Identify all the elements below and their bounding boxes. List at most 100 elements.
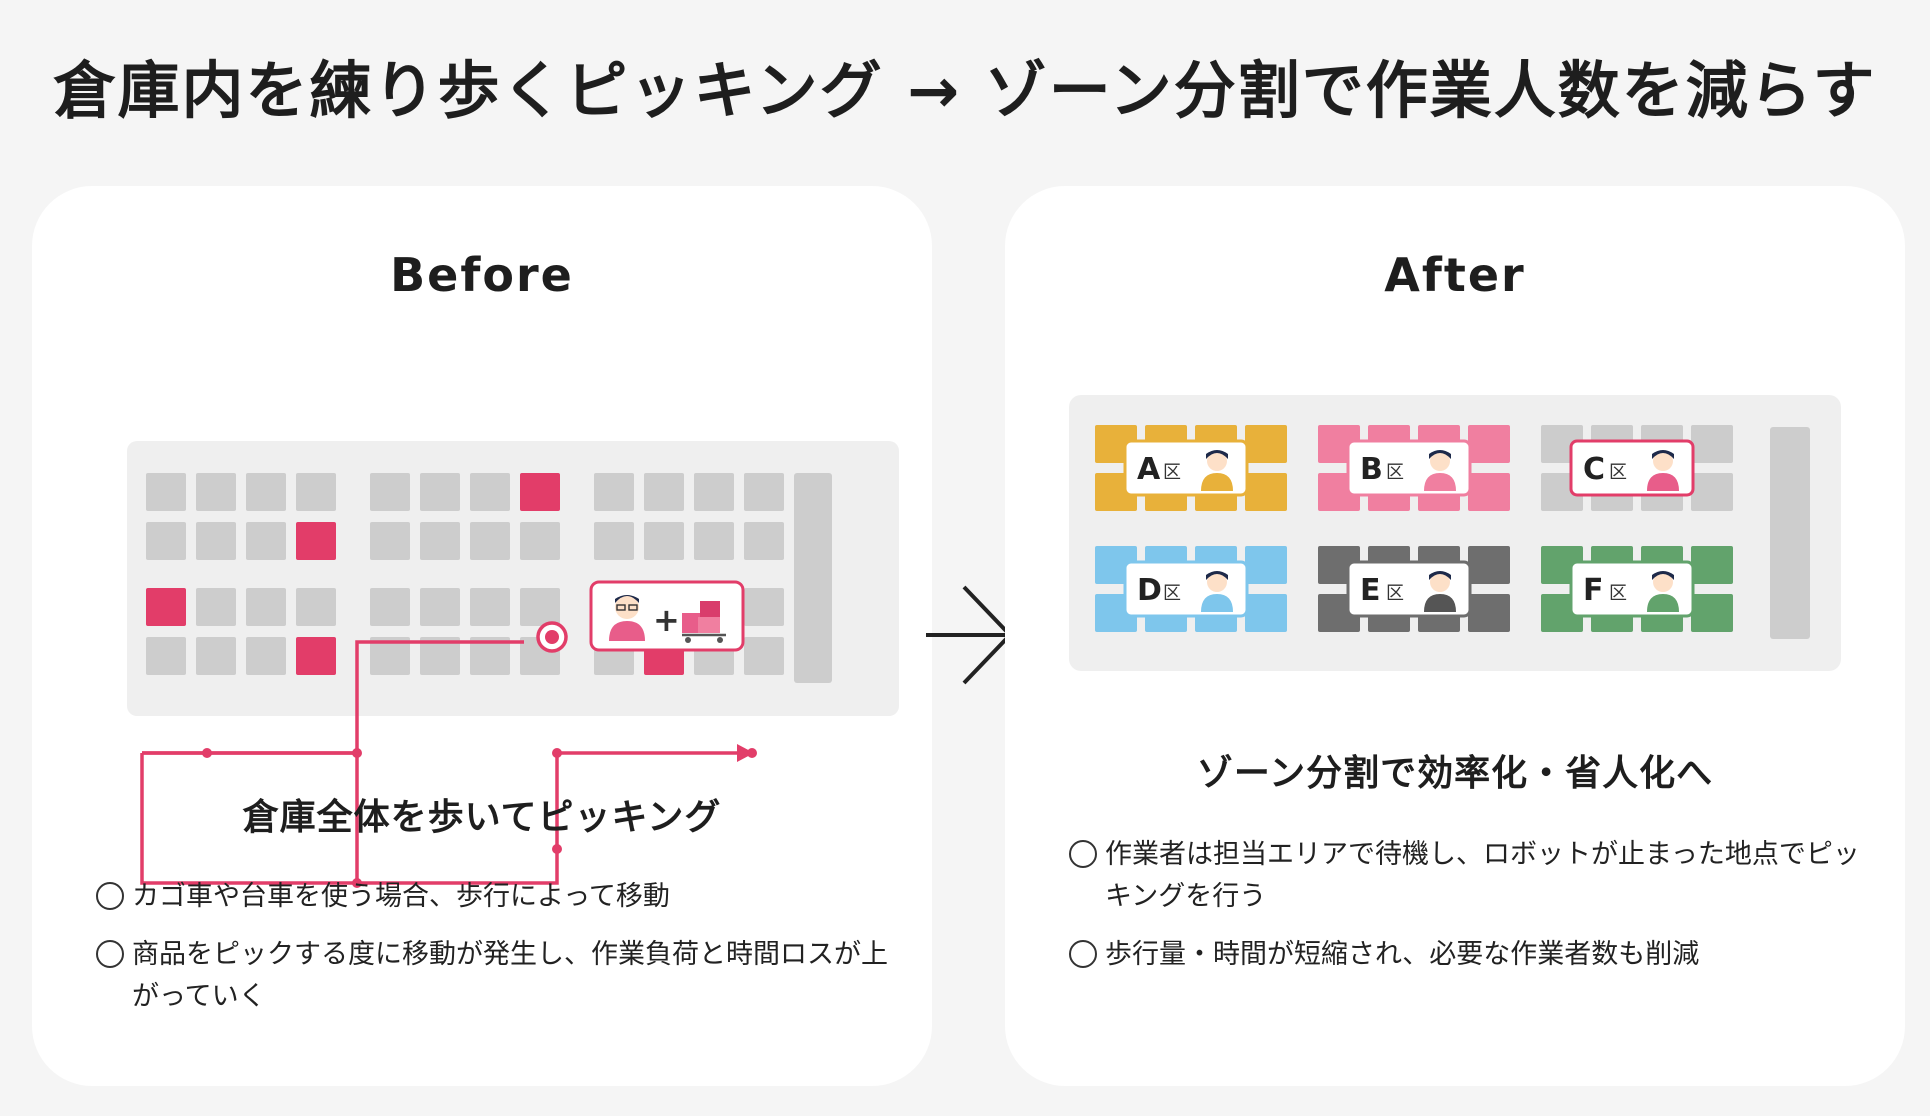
shelf [744,522,784,560]
shelf [196,522,236,560]
zone-shelf [1691,473,1733,511]
wall-rack [794,473,832,683]
shelf [146,473,186,511]
zone-letter: D [1137,573,1162,608]
pick-target-shelf [296,522,336,560]
circle-bullet-icon [1069,940,1097,968]
path-node [552,844,562,854]
shelf-grid [146,473,784,675]
circle-bullet-icon [96,940,124,968]
cart-icon [682,601,726,643]
shelf [246,637,286,675]
shelf [296,588,336,626]
zone-suffix: 区 [1163,462,1181,483]
shelf [520,588,560,626]
zone-shelf [1245,546,1287,584]
zone-suffix: 区 [1609,583,1627,604]
pick-target-shelf [520,473,560,511]
shelf [420,522,460,560]
shelf [470,522,510,560]
zone-shelf [1468,425,1510,463]
svg-text:+: + [653,601,680,639]
zone-shelf [1691,594,1733,632]
shelf [694,522,734,560]
shelf [594,473,634,511]
zone-suffix: 区 [1386,583,1404,604]
shelf [744,637,784,675]
person-icon [1424,450,1456,491]
shelf [520,522,560,560]
list-item: 作業者は担当エリアで待機し、ロボットが止まった地点でピッキングを行う [1069,834,1869,918]
page-title: 倉庫内を練り歩くピッキング → ゾーン分割で作業人数を減らす [53,54,1877,127]
shelf [420,473,460,511]
shelf [146,522,186,560]
before-card: Before + [32,186,932,1086]
shelf [420,588,460,626]
shelf [196,637,236,675]
after-subtitle: ゾーン分割で効率化・省人化へ [1196,753,1714,794]
person-icon [1647,450,1679,491]
zone-shelf [1468,546,1510,584]
path-node [352,878,362,888]
zone-letter: B [1360,452,1383,487]
zone-letter: E [1360,573,1381,608]
shelf [196,473,236,511]
shelf [246,522,286,560]
shelf [470,588,510,626]
person-icon [1201,571,1233,612]
zone-shelf [1468,473,1510,511]
picking-path [357,751,737,885]
list-item: カゴ車や台車を使う場合、歩行によって移動 [96,876,896,918]
person-icon [1201,450,1233,491]
shelf [470,637,510,675]
person-icon [1424,571,1456,612]
zone-shelf [1468,594,1510,632]
shelf [744,473,784,511]
shelf [744,588,784,626]
shelf [370,637,410,675]
path-arrow-head [737,744,754,762]
shelf [470,473,510,511]
circle-bullet-icon [1069,840,1097,868]
zone-shelf [1245,425,1287,463]
path-node [747,748,757,758]
zone-shelf [1691,546,1733,584]
person-icon [609,595,645,641]
shelf [594,522,634,560]
list-item: 歩行量・時間が短縮され、必要な作業者数も削減 [1069,934,1869,976]
pick-target-shelf [296,637,336,675]
shelf [196,588,236,626]
zone-suffix: 区 [1163,583,1181,604]
shelf [146,637,186,675]
zone-suffix: 区 [1386,462,1404,483]
shelf [296,473,336,511]
zone-shelf [1245,473,1287,511]
list-item: 商品をピックする度に移動が発生し、作業負荷と時間ロスが上がっていく [96,934,896,1018]
arrow-right-icon [926,585,1013,685]
wall-rack [1770,427,1810,639]
path-node [352,748,362,758]
shelf [644,522,684,560]
circle-bullet-icon [96,882,124,910]
path-node [202,748,212,758]
shelf [246,588,286,626]
shelf [370,522,410,560]
after-heading: After [1384,248,1526,302]
shelf [370,473,410,511]
pick-target-shelf [146,588,186,626]
path-node [552,748,562,758]
zone-letter: A [1137,452,1161,487]
before-bullet-list: カゴ車や台車を使う場合、歩行によって移動 商品をピックする度に移動が発生し、作業… [96,876,896,1034]
zone-shelf [1245,594,1287,632]
shelf [644,473,684,511]
zone-shelf [1691,425,1733,463]
shelf [246,473,286,511]
shelf [370,588,410,626]
